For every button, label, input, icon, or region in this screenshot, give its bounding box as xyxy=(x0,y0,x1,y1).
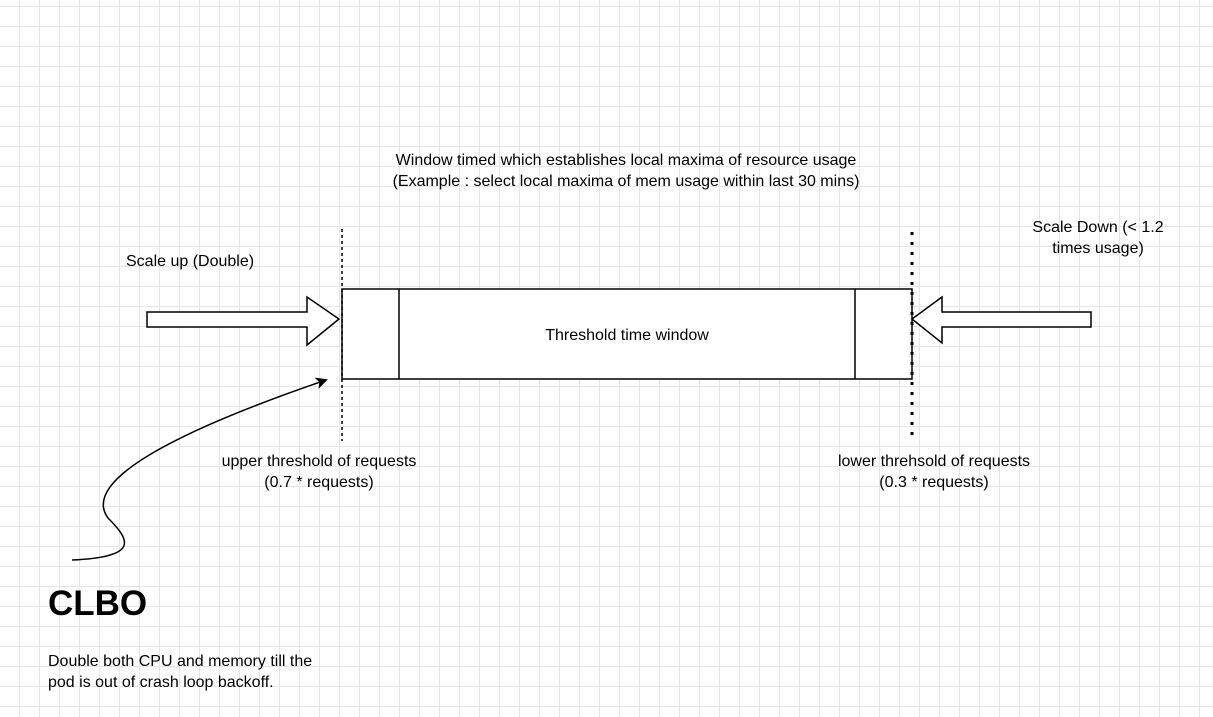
threshold-window-label: Threshold time window xyxy=(545,327,709,344)
clbo-title: CLBO xyxy=(48,584,148,623)
scale-up-label: Scale up (Double) xyxy=(126,253,255,270)
threshold-window-box[interactable] xyxy=(341,288,913,380)
upper-threshold-label: upper threshold of requests (0.7 * reque… xyxy=(221,453,417,491)
scale-down-label: Scale Down (< 1.2 times usage) xyxy=(1032,219,1164,257)
scale-down-arrow[interactable] xyxy=(910,295,1092,345)
lower-threshold-label: lower threhsold of requests (0.3 * reque… xyxy=(837,453,1031,491)
clbo-description: Double both CPU and memory till the pod … xyxy=(48,653,313,691)
scale-up-arrow[interactable] xyxy=(146,295,341,347)
clbo-connector-curve[interactable] xyxy=(71,377,328,561)
window-caption: Window timed which establishes local max… xyxy=(392,152,860,190)
